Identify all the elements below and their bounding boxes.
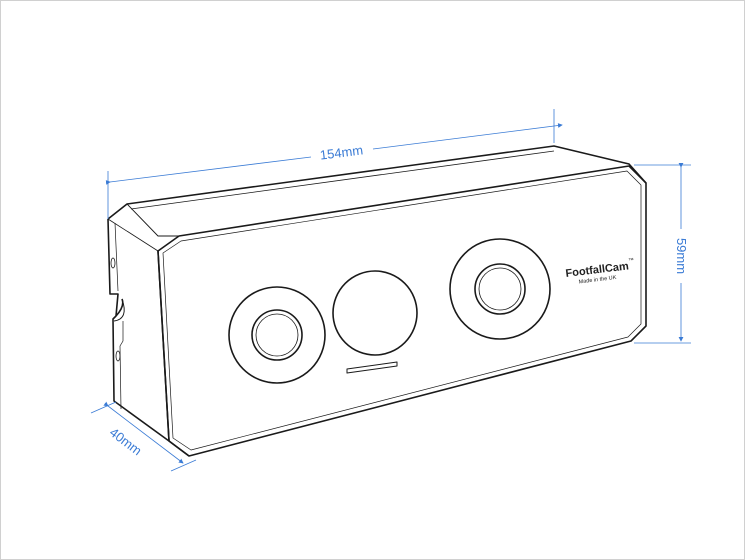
height-label: 59mm: [674, 238, 689, 274]
brand-logo: FootfallCam ™ Made in the UK: [565, 258, 634, 286]
width-label: 154mm: [319, 142, 364, 162]
right-lens: [449, 238, 551, 340]
dimension-lines: [90, 109, 691, 472]
brand-tagline: Made in the UK: [578, 275, 617, 286]
svg-text:™: ™: [628, 258, 634, 265]
device-outline: [107, 145, 647, 457]
center-sensor: [332, 270, 418, 374]
left-lens: [228, 286, 326, 384]
